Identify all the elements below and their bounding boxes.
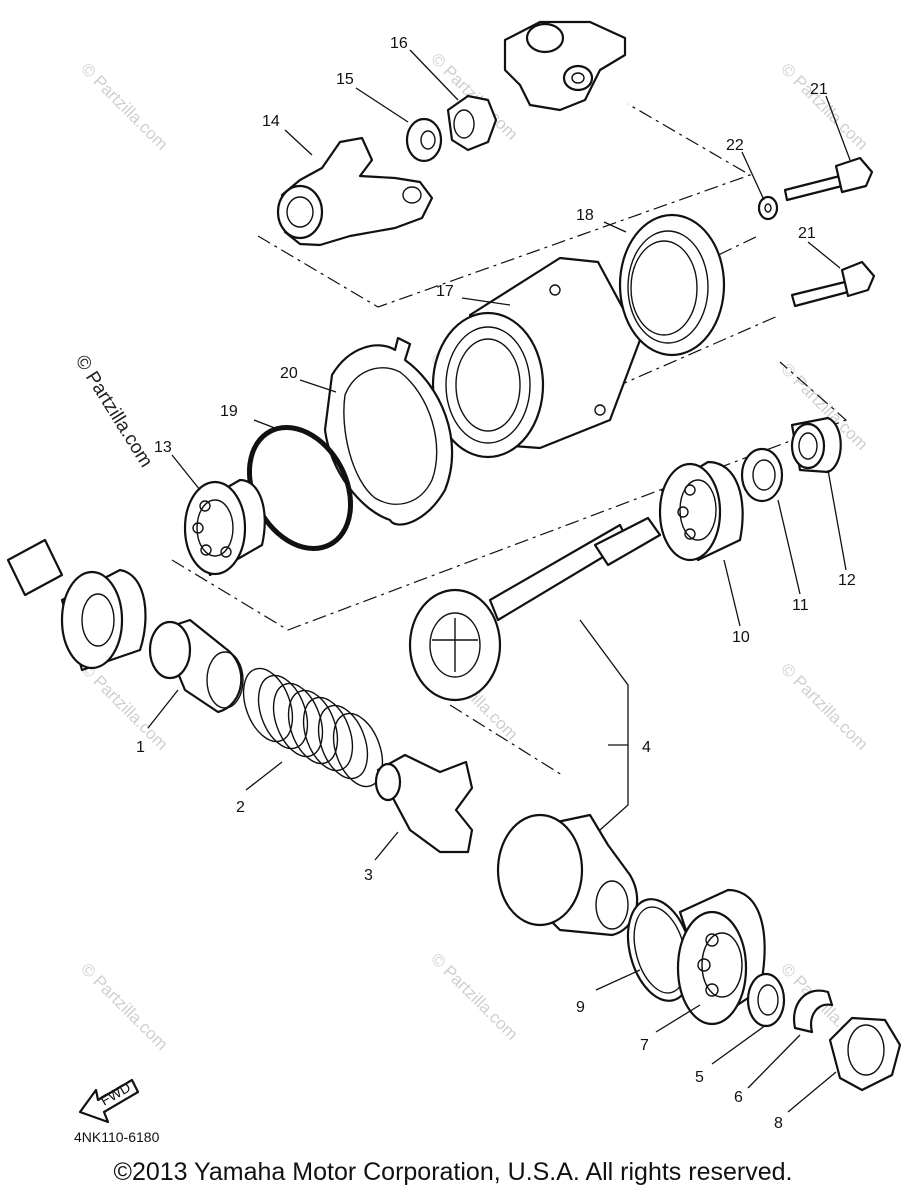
callout-19: 19 (220, 403, 238, 420)
watermark: © Partzilla.com (777, 659, 871, 753)
callout-15: 15 (336, 71, 354, 88)
callout-8: 8 (774, 1115, 783, 1132)
callout-2: 2 (236, 799, 245, 816)
watermark: © Partzilla.com (77, 59, 171, 153)
universal-joint (503, 20, 627, 112)
callout-5: 5 (695, 1069, 704, 1086)
part-12-seal (790, 416, 842, 474)
watermark: © Partzilla.com (77, 959, 171, 1053)
part-16-nut (446, 94, 498, 152)
part-17-housing (431, 256, 642, 459)
callout-7: 7 (640, 1037, 649, 1054)
part-1-collar (148, 618, 244, 714)
callout-4: 4 (642, 739, 651, 756)
leader-lines (147, 49, 851, 1113)
fwd-arrow-icon: FWD (78, 1079, 140, 1124)
copyright-notice: ©2013 Yamaha Motor Corporation, U.S.A. A… (113, 1158, 793, 1186)
callout-13: 13 (154, 439, 172, 456)
callout-12: 12 (838, 572, 856, 589)
part-code: 4NK110-6180 (74, 1129, 160, 1145)
part-13-bearing (183, 478, 266, 577)
watermark-dark: © Partzilla.com (71, 352, 157, 472)
part-14-yoke (276, 136, 434, 247)
watermark: © Partzilla.com (77, 659, 171, 753)
part-22-washer (757, 195, 779, 221)
part-4-drive-gear-assembly (408, 516, 662, 937)
part-21-bolt-upper (783, 156, 874, 202)
callout-9: 9 (576, 999, 585, 1016)
callout-20: 20 (280, 365, 298, 382)
callout-3: 3 (364, 867, 373, 884)
part-5-washer (746, 972, 786, 1028)
part-21-bolt-lower (790, 260, 876, 308)
part-6-lock-washer (792, 989, 834, 1034)
part-20-plate (323, 336, 454, 526)
watermark: © Partzilla.com (427, 949, 521, 1043)
part-7-bearing (676, 888, 766, 1026)
part-8-nut (828, 1016, 902, 1092)
watermark: © Partzilla.com (777, 59, 871, 153)
part-18-ring (618, 213, 726, 357)
callout-6: 6 (734, 1089, 743, 1106)
callout-22: 22 (726, 137, 744, 154)
part-3-coupler (374, 753, 474, 854)
part-11-washer (740, 447, 784, 503)
callout-21-lower: 21 (798, 225, 816, 242)
left-bearing (60, 568, 147, 672)
callout-17: 17 (436, 283, 454, 300)
part-10-bearing (658, 460, 744, 562)
part-15-washer (405, 117, 443, 163)
callouts: 1 2 3 4 5 6 7 8 9 10 11 12 13 14 15 16 1… (136, 35, 856, 1132)
callout-16: 16 (390, 35, 408, 52)
part-2-spring (242, 667, 384, 788)
callout-21-upper: 21 (810, 81, 828, 98)
callout-18: 18 (576, 207, 594, 224)
callout-10: 10 (732, 629, 750, 646)
shaft-stub (6, 538, 64, 597)
callout-14: 14 (262, 113, 280, 130)
callout-11: 11 (792, 597, 809, 614)
callout-1: 1 (136, 739, 145, 756)
